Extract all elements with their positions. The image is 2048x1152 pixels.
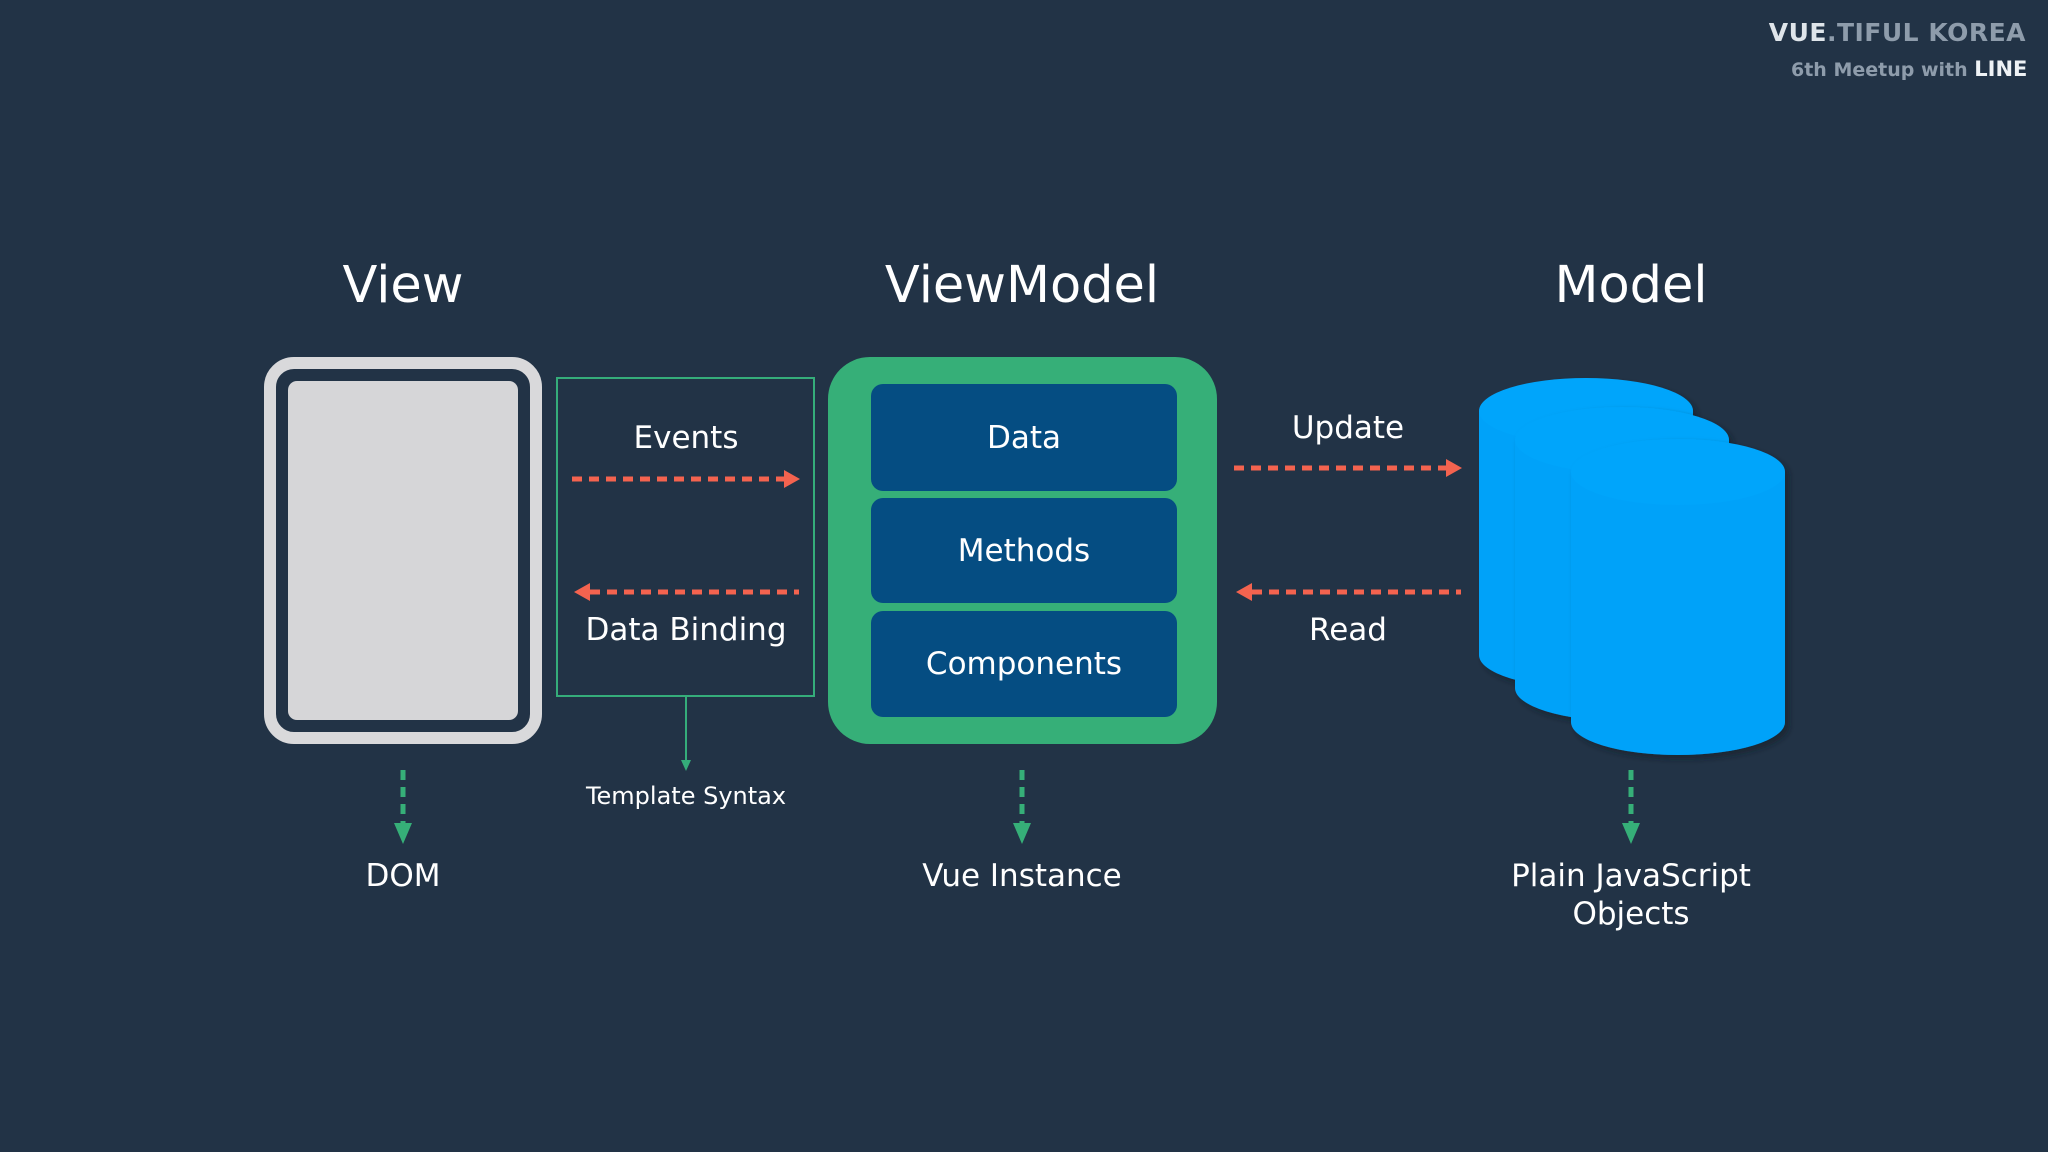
model-title: Model xyxy=(1554,256,1708,315)
viewmodel-components-label: Components xyxy=(925,646,1123,682)
read-arrow xyxy=(1236,583,1461,601)
vue-instance-arrowhead-icon xyxy=(1013,823,1031,844)
model-output-label-line1: Plain JavaScript xyxy=(1511,858,1751,894)
view-device-screen xyxy=(288,381,518,720)
model-arrowhead-icon xyxy=(1622,823,1640,844)
viewmodel-data-block: Data xyxy=(871,384,1177,491)
viewmodel-title: ViewModel xyxy=(884,256,1160,315)
template-syntax-connector xyxy=(681,697,691,771)
brand-title-vue: VUE xyxy=(1768,18,1827,47)
data-binding-arrow xyxy=(574,583,799,601)
database-icon xyxy=(1479,378,1785,755)
template-arrowhead-icon xyxy=(681,760,691,771)
vue-instance-down-arrow xyxy=(1013,770,1031,844)
events-arrowhead-icon xyxy=(784,470,800,488)
view-title: View xyxy=(342,256,464,315)
cylinder-front xyxy=(1571,439,1785,755)
dom-down-arrow xyxy=(394,770,412,844)
viewmodel-components-block: Components xyxy=(871,611,1177,717)
update-arrow xyxy=(1234,459,1462,477)
events-label: Events xyxy=(633,420,739,456)
model-down-arrow xyxy=(1622,770,1640,844)
update-arrowhead-icon xyxy=(1446,459,1462,477)
viewmodel-methods-label: Methods xyxy=(957,532,1091,569)
brand-title-rest: .TIFUL KOREA xyxy=(1826,18,2026,47)
view-viewmodel-link-box xyxy=(556,377,815,697)
brand-subtitle: 6th Meetup with LINE xyxy=(1791,57,2027,81)
dom-arrowhead-icon xyxy=(394,823,412,844)
update-label: Update xyxy=(1291,410,1405,446)
data-binding-label: Data Binding xyxy=(585,612,787,648)
dom-label: DOM xyxy=(365,858,441,894)
model-output-label-line2: Objects xyxy=(1572,896,1690,932)
vue-instance-label: Vue Instance xyxy=(922,858,1122,894)
brand-subtitle-line: LINE xyxy=(1974,57,2028,81)
template-syntax-label: Template Syntax xyxy=(585,782,787,810)
brand-subtitle-text: 6th Meetup with xyxy=(1791,59,1975,81)
events-arrow xyxy=(572,470,800,488)
viewmodel-data-label: Data xyxy=(986,419,1062,456)
viewmodel-methods-block: Methods xyxy=(871,498,1177,603)
view-device-frame xyxy=(264,357,542,744)
read-label: Read xyxy=(1309,612,1387,648)
read-arrowhead-icon xyxy=(1236,583,1252,601)
data-binding-arrowhead-icon xyxy=(574,583,590,601)
brand-title: VUE.TIFUL KOREA xyxy=(1769,18,2026,47)
